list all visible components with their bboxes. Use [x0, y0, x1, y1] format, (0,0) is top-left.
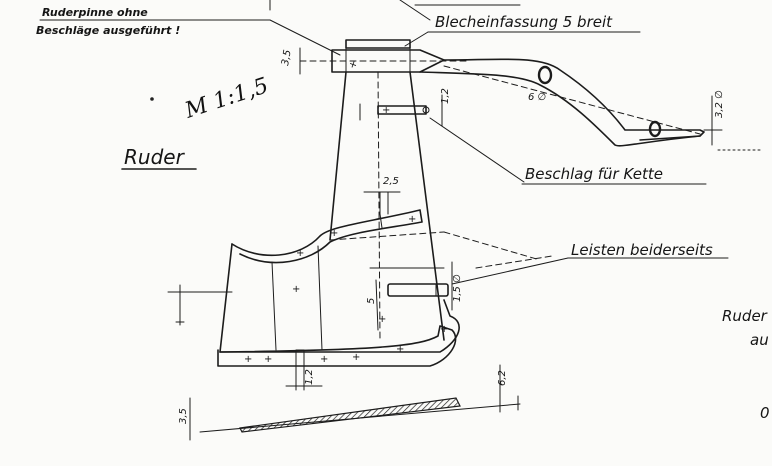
chain-fitting — [377, 105, 427, 115]
chain-fitting-label: Beschlag für Kette — [525, 165, 663, 183]
svg-text:+: + — [378, 314, 386, 325]
edge-dim-group: 1,2 — [285, 365, 323, 391]
svg-text:+: + — [296, 248, 304, 259]
stock-right-edge — [409, 71, 445, 341]
batten-width-dim: 2,5 — [383, 176, 399, 187]
svg-text:+: + — [320, 354, 328, 365]
pin-dim: 1,5 ∅ — [452, 274, 463, 302]
note-line-1: Ruderpinne ohne — [42, 6, 148, 19]
tiller-ring-1 — [537, 65, 553, 85]
rudder-head: + 3,5 — [280, 39, 471, 75]
cropped-text-1: Ruder — [722, 307, 768, 325]
note-leader — [269, 19, 341, 56]
title-block: Ruder — [121, 145, 197, 170]
frame-lines — [269, 0, 521, 21]
note-line-2: Beschläge ausgeführt ! — [36, 24, 180, 37]
blade-left-dim — [167, 284, 233, 326]
fitting-height-dim: 1,2 — [440, 88, 451, 104]
svg-text:+: + — [352, 352, 360, 363]
head-height-dim: 3,5 — [280, 49, 294, 67]
svg-text:+: + — [264, 354, 272, 365]
svg-text:+: + — [292, 284, 300, 295]
batten-width-dim-group: 2,5 — [363, 176, 401, 215]
cropped-text-2: au — [750, 331, 769, 349]
svg-text:+: + — [382, 105, 390, 116]
drawing-title: Ruder — [124, 145, 186, 169]
note-block: Ruderpinne ohne Beschläge ausgeführt ! — [36, 6, 341, 56]
edge-dim: 1,2 — [304, 369, 315, 385]
scale-label: M 1:1,5 — [181, 73, 271, 124]
tiller-ring-2 — [648, 120, 662, 138]
section-hatch — [239, 397, 461, 433]
lower-batten — [217, 325, 457, 367]
middle-batten — [387, 283, 449, 297]
upper-batten — [231, 209, 423, 264]
section-height-dim: 6,2 — [497, 370, 508, 386]
section-view: 6,2 3,5 — [178, 364, 521, 441]
battens-label: Leisten beiderseits — [571, 241, 713, 259]
svg-text:+: + — [244, 354, 252, 365]
cropped-text-3: 0 — [760, 404, 770, 422]
tiller-lower-edge — [419, 71, 701, 147]
cropped-right-text: Ruder au 0 — [722, 307, 770, 422]
svg-text:+: + — [440, 324, 448, 335]
rudder-blade: + + + 5 + + + + + + + + — [217, 209, 541, 367]
ink-dot — [150, 97, 154, 101]
svg-text:+: + — [408, 214, 416, 225]
svg-text:+: + — [396, 344, 404, 355]
pin-dim-group: 1,5 ∅ — [451, 261, 463, 311]
slot-dim: 5 — [366, 298, 377, 304]
chain-fitting-callout: Beschlag für Kette — [429, 117, 707, 185]
section-thickness-dim: 3,5 — [178, 408, 189, 424]
tiller-root — [331, 49, 445, 73]
tiller-diameter-dim: 6 ∅ — [528, 92, 546, 103]
tiller-end-dim: 3,2 ∅ — [714, 90, 725, 118]
sheet-edging-callout: Blecheinfassung 5 breit — [404, 13, 641, 47]
collar — [345, 39, 411, 49]
svg-text:+: + — [347, 58, 359, 71]
stock-left-edge — [329, 71, 347, 241]
tiller-upper-edge — [443, 58, 705, 141]
tiller: 6 ∅ 3,2 ∅ — [419, 58, 761, 151]
rudder-stock: + 1,2 — [329, 71, 451, 341]
battens-callout: Leisten beiderseits — [451, 241, 729, 285]
sheet-edging-label: Blecheinfassung 5 breit — [435, 13, 613, 31]
blade-outline — [219, 243, 460, 353]
svg-text:+: + — [330, 228, 338, 239]
